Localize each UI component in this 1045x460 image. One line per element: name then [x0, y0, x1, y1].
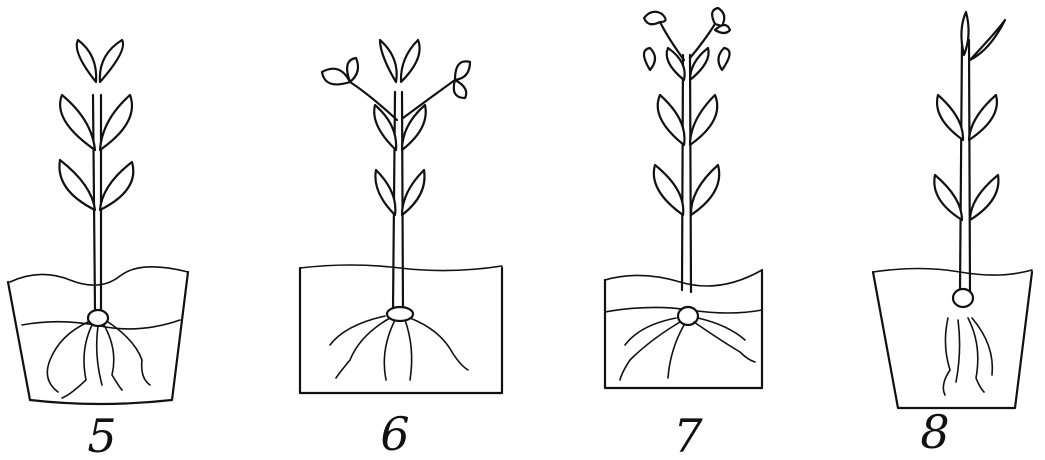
leaves-7 [644, 8, 730, 215]
soil-line-8 [873, 269, 1032, 276]
stem-7 [682, 55, 691, 292]
panel-7: 7 [605, 8, 762, 460]
seed-5 [88, 310, 108, 326]
soil-line-7 [605, 270, 762, 286]
seed-8 [953, 289, 973, 307]
panel-label-8: 8 [920, 405, 949, 459]
soil-line-6 [300, 265, 502, 271]
panel-6: 6 [300, 40, 502, 460]
panel-label-5: 5 [87, 409, 116, 460]
pot-5 [8, 267, 188, 404]
leaves-6 [322, 40, 470, 215]
roots-6 [330, 316, 468, 380]
roots-7 [620, 318, 755, 380]
pot-8 [873, 269, 1032, 409]
roots-5 [47, 322, 150, 398]
panel-8: 8 [873, 12, 1032, 459]
soil-line-5 [10, 267, 188, 285]
roots-8 [943, 318, 992, 395]
panel-label-6: 6 [380, 407, 409, 460]
leaves-5 [59, 40, 133, 210]
panel-5: 5 [8, 40, 188, 460]
pot-7 [605, 270, 762, 388]
stem-8 [960, 40, 970, 292]
seed-6 [387, 307, 413, 321]
pot-6 [300, 265, 502, 393]
panel-label-7: 7 [673, 409, 703, 460]
